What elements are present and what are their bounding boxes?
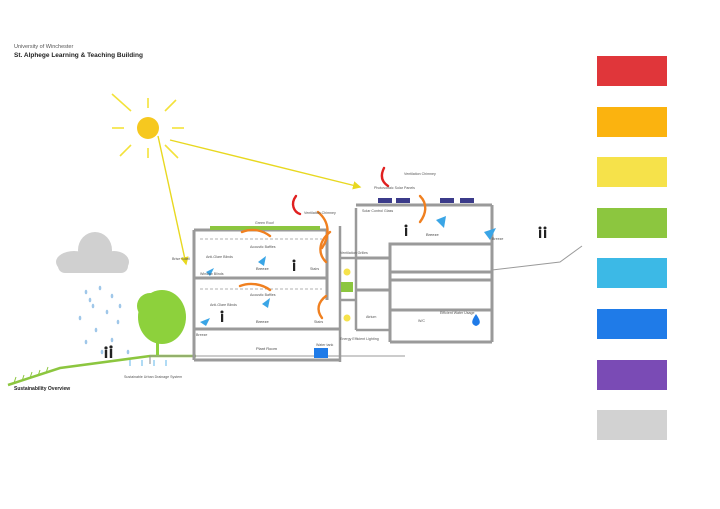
right-building: [356, 203, 494, 344]
label-breeze-ground: Breeze: [196, 333, 207, 337]
legend-swatch: [597, 410, 667, 441]
atrium: [338, 208, 390, 362]
diagram-caption: Sustainability Overview: [14, 386, 71, 392]
label-anti-glare-bottom: Anti-Glare Blinds: [210, 303, 237, 307]
institution-name: University of Winchester: [14, 44, 74, 50]
people-in-building: [220, 224, 547, 322]
legend-swatch: [597, 157, 667, 188]
water-tank-icon: [314, 348, 328, 358]
warm-air-flows: [238, 166, 427, 320]
legend-swatch: [597, 56, 667, 86]
label-solar-glass: Solar Control Glass: [362, 209, 393, 213]
lightbulb-icon: [343, 268, 351, 322]
cloud-icon: [56, 232, 129, 273]
label-anti-glare-top: Anti-Glare Blinds: [206, 255, 233, 259]
planter-icon: [341, 282, 353, 292]
label-breeze-roof: Breeze: [426, 232, 439, 237]
label-ventilation-chimney-left: Ventilation Chimney: [304, 211, 336, 215]
solar-panel-icons: [378, 198, 474, 203]
label-stairs-upper: Stairs: [310, 267, 319, 271]
people-icon: [104, 345, 113, 358]
breeze-flows: [200, 216, 496, 326]
label-atrium: Atrium: [366, 315, 376, 319]
label-brise-soleil: Brise Soleil: [172, 257, 190, 261]
label-acoustic-baffles-top: Acoustic Baffles: [250, 245, 276, 249]
legend-swatch: [597, 258, 667, 289]
label-breeze-terrace: Breeze: [492, 237, 503, 241]
diagram-labels: Ventilation Chimney Ventilation Chimney …: [124, 172, 503, 379]
label-ventilation-grilles: Ventilation Grilles: [340, 251, 368, 255]
label-ventilation-chimney-right: Ventilation Chimney: [404, 172, 436, 176]
label-window-blinds: Window Blinds: [200, 272, 224, 276]
label-plant-room: Plant Room: [256, 346, 278, 351]
label-drainage: Sustainable Urban Drainage System: [124, 375, 182, 379]
label-breeze-lower: Breeze: [256, 319, 269, 324]
legend-swatch: [597, 207, 667, 238]
tree-icon: [137, 290, 186, 356]
acoustic-baffle-lines: [200, 238, 322, 290]
label-water-tank: Water tank: [316, 343, 333, 347]
terrace: [491, 245, 583, 271]
label-green-roof: Green Roof: [255, 221, 274, 225]
legend-swatch: [597, 106, 667, 137]
sun-icon: [111, 93, 184, 159]
label-pv-panels: Photovoltaic Solar Panels: [374, 186, 415, 190]
legend-swatch: [597, 309, 667, 339]
label-wc: W/C: [418, 319, 425, 323]
sunlight-arrows: [157, 135, 362, 266]
legend-swatch: [597, 359, 667, 390]
water-drop-icon: [472, 314, 480, 326]
green-roof: [210, 226, 320, 230]
drainage-arrows: [129, 360, 167, 366]
label-breeze-upper: Breeze: [256, 266, 269, 271]
label-stairs-lower: Stairs: [314, 320, 323, 324]
label-water-usage: Efficient Water Usage: [440, 311, 475, 315]
grass-slope: [7, 354, 196, 387]
label-energy-lighting: Energy Efficient Lighting: [340, 337, 379, 341]
building-title: St. Alphege Learning & Teaching Building: [14, 52, 143, 59]
rain-drops: [78, 285, 130, 355]
label-acoustic-baffles-bottom: Acoustic Baffles: [250, 293, 276, 297]
